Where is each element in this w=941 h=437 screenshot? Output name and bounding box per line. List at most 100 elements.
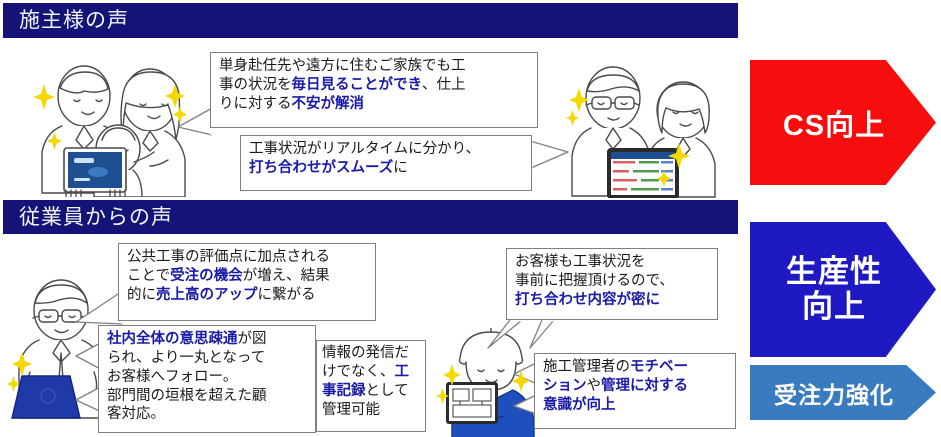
callout-employee-motivation: 施工管理者のモチベーションや管理に対する意識が向上: [534, 353, 736, 429]
section-header-voice-employee: 従業員からの声: [3, 200, 738, 234]
callout-line: お客様へフォロー。: [107, 368, 308, 387]
callout-employee-sales-up: 公共工事の評価点に加点されることで受注の機会が増え、結果的に売上高のアップに繋が…: [118, 243, 376, 321]
callout-line: けでなく、工: [322, 363, 420, 382]
callout-text: 施工管理者の: [543, 359, 630, 375]
callout-owner-daily-view: 単身赴任先や遠方に住むご家族でも工事の状況を毎日見ることができ、仕上りに対する不…: [210, 52, 538, 128]
callout-text: に繋がる: [257, 286, 316, 303]
callout-employee-customer-grasp: お客様も工事状況を事前に把握頂けるので、打ち合わせ内容が密に: [506, 248, 718, 320]
callout-highlight-text: ション: [543, 377, 587, 394]
callout-highlight-text: 打ち合わせ内容が密に: [515, 291, 660, 308]
callout-body: 工事状況がリアルタイムに分かり、打ち合わせがスムーズに: [249, 140, 524, 178]
callout-line: ことで受注の機会が増え、結果: [127, 267, 368, 286]
callout-line: お客様も工事状況を: [515, 253, 710, 272]
callout-text: 公共工事の評価点に加点される: [127, 249, 330, 265]
callout-owner-realtime: 工事状況がリアルタイムに分かり、打ち合わせがスムーズに: [240, 135, 532, 191]
callout-body: お客様も工事状況を事前に把握頂けるので、打ち合わせ内容が密に: [515, 253, 710, 310]
callout-body: 単身赴任先や遠方に住むご家族でも工事の状況を毎日見ることができ、仕上りに対する不…: [219, 57, 530, 114]
sparkle-icon: [47, 132, 62, 150]
callout-line: 社内全体の意思疎通が図: [107, 330, 308, 349]
callout-line: 打ち合わせがスムーズに: [249, 159, 524, 178]
callout-text: 情報の発信だ: [322, 345, 409, 361]
callout-highlight-text: 社内全体の意思疎通: [107, 331, 238, 347]
callout-text: お客様も工事状況を: [515, 254, 646, 270]
callout-text: 工事状況がリアルタイムに分かり、: [249, 141, 480, 157]
callout-line: 事前に把握頂けるので、: [515, 272, 710, 291]
callout-text: けでなく、: [322, 363, 395, 380]
callout-text: 、仕上: [422, 76, 466, 93]
callout-text: が図: [237, 331, 267, 347]
callout-highlight-text: 毎日見ることができ: [291, 76, 423, 93]
callout-text: お客様へフォロー。: [107, 368, 238, 385]
callout-body: 社内全体の意思疎通が図られ、より一丸となってお客様へフォロー。部門間の垣根を超え…: [107, 330, 308, 424]
banner-productivity-improvement: 生産性 向上: [750, 222, 936, 357]
callout-text: 単身赴任先や遠方に住むご家族でも工: [219, 58, 466, 74]
callout-highlight-text: モチベー: [630, 359, 688, 375]
banner-label: CS向上: [782, 109, 886, 142]
callout-highlight-text: 売上高のアップ: [156, 286, 258, 303]
callout-line: 管理可能: [322, 401, 420, 420]
callout-line: 工事状況がリアルタイムに分かり、: [249, 140, 524, 159]
callout-text: 管理可能: [322, 401, 380, 418]
callout-highlight-text: 打ち合わせがスムーズ: [249, 159, 394, 176]
sparkle-icon: [512, 370, 530, 392]
callout-highlight-text: 管理に対する: [601, 377, 688, 394]
callout-line: 部門間の垣根を超えた顧: [107, 387, 308, 406]
sparkle-icon: [165, 84, 185, 108]
callout-body: 公共工事の評価点に加点されることで受注の機会が増え、結果的に売上高のアップに繋が…: [127, 248, 368, 305]
sparkle-icon: [566, 110, 579, 126]
callout-highlight-text: 受注の機会: [170, 267, 243, 284]
callout-line: 公共工事の評価点に加点される: [127, 248, 368, 267]
callout-line: りに対する不安が解消: [219, 95, 530, 114]
callout-line: られ、より一丸となって: [107, 349, 308, 368]
callout-text: 部門間の垣根を超えた顧: [107, 387, 267, 404]
tablet-device: [607, 148, 679, 198]
callout-text: に: [393, 159, 408, 176]
sparkle-icon: [657, 170, 671, 187]
sparkle-icon: [173, 106, 187, 123]
sparkle-icon: [436, 388, 449, 404]
tablet-device: [63, 147, 127, 197]
callout-highlight-text: 不安が解消: [291, 95, 365, 112]
callout-body: 施工管理者のモチベーションや管理に対する意識が向上: [543, 358, 728, 415]
callout-text: ことで: [127, 267, 171, 284]
callout-line: 事記録として: [322, 382, 420, 401]
callout-line: 的に売上高のアップに繋がる: [127, 286, 368, 305]
callout-line: ションや管理に対する: [543, 377, 728, 396]
illustration-elderly-couple-with-tablet: [571, 66, 716, 198]
illustration-site-manager-with-tablet: [446, 328, 535, 437]
callout-employee-communication: 社内全体の意思疎通が図られ、より一丸となってお客様へフォロー。部門間の垣根を超え…: [98, 325, 316, 433]
callout-line: 事の状況を毎日見ることができ、仕上: [219, 76, 530, 95]
callout-text: や: [586, 377, 602, 394]
callout-highlight-text: 意識が向上: [543, 396, 616, 413]
laptop-device: [11, 375, 81, 419]
sparkle-icon: [7, 376, 20, 392]
callout-tail-owner-realtime: [529, 140, 569, 169]
callout-body: 情報の発信だけでなく、工事記録として管理可能: [322, 344, 420, 419]
callout-line: 情報の発信だ: [322, 344, 420, 363]
section-header-label: 施主様の声: [19, 9, 129, 32]
section-header-voice-owner: 施主様の声: [3, 3, 738, 38]
callout-text: 事前に把握頂けるので、: [515, 272, 674, 289]
banner-label-line1: 生産性: [786, 253, 882, 289]
banner-label: 生産性 向上: [786, 253, 900, 324]
callout-employee-record: 情報の発信だけでなく、工事記録として管理可能: [316, 340, 426, 432]
banner-cs-improvement: CS向上: [750, 60, 936, 185]
callout-text: られ、より一丸となって: [107, 349, 266, 366]
banner-order-strength: 受注力強化: [750, 365, 936, 420]
callout-line: 打ち合わせ内容が密に: [515, 291, 710, 310]
callout-text: 客対応。: [107, 406, 165, 423]
banner-label-line2: 向上: [802, 288, 866, 324]
callout-line: 客対応。: [107, 405, 308, 424]
callout-text: として: [365, 382, 409, 399]
callout-text: 事の状況を: [219, 76, 292, 93]
callout-line: 単身赴任先や遠方に住むご家族でも工: [219, 57, 530, 76]
sparkle-icon: [443, 364, 461, 386]
section-header-label: 従業員からの声: [19, 205, 173, 229]
callout-line: 施工管理者のモチベー: [543, 358, 728, 377]
sparkle-icon: [33, 84, 55, 110]
callout-tail-employee-customer-grasp: [487, 318, 555, 349]
callout-text: が増え、結果: [242, 267, 330, 284]
tablet-device: [446, 382, 498, 424]
banner-label: 受注力強化: [774, 381, 894, 408]
